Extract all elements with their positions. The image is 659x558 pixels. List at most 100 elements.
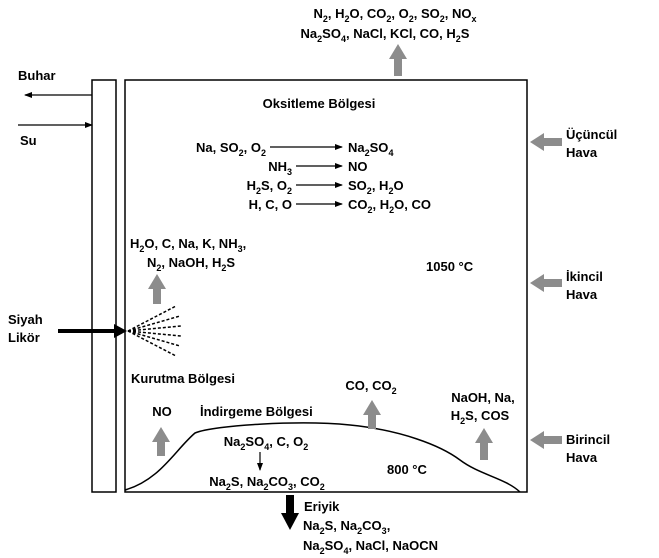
black-liquor-label-2: Likör [8, 330, 40, 345]
formula-text: H [130, 236, 139, 251]
formula-text: N [313, 6, 322, 21]
reaction-3-reactants: H2S, O2 [247, 178, 292, 196]
reaction-1-products: Na2SO4 [348, 140, 393, 158]
tertiary-air-label-2: Hava [566, 145, 598, 160]
steam-label: Buhar [18, 68, 56, 83]
subscript: 2 [263, 482, 268, 492]
upper-temperature: 1050 °C [426, 259, 474, 274]
formula-text: Na, SO [196, 140, 239, 155]
reduction-zone-label: İndirgeme Bölgesi [200, 404, 313, 419]
liquor-inlet-head [114, 324, 127, 338]
formula-text: , NaCl, KCl, CO, H [346, 26, 456, 41]
formula-text: S, COS [465, 408, 509, 423]
subscript: 2 [323, 14, 328, 24]
secondary-air-label-1: İkincil [566, 269, 603, 284]
primary-air-label-2: Hava [566, 450, 598, 465]
reaction-2-reactants: NH3 [268, 159, 292, 177]
smelt-title: Eriyik [304, 499, 340, 514]
subscript: 4 [264, 442, 269, 452]
formula-text: CO [268, 474, 288, 489]
formula-text: , O [244, 140, 261, 155]
subscript: 4 [343, 546, 348, 556]
char-bed-curve [124, 422, 521, 493]
formula-text: Na [209, 474, 226, 489]
formula-text: , [243, 236, 247, 251]
subscript: 2 [345, 14, 350, 24]
subscript: 2 [456, 34, 461, 44]
subscript: 2 [357, 526, 362, 536]
subscript: 3 [287, 167, 292, 177]
subscript: 2 [221, 263, 226, 273]
bed-products: Na2S, Na2CO3, CO2 [209, 474, 324, 492]
subscript: 2 [388, 186, 393, 196]
subscript: 2 [240, 442, 245, 452]
formula-text: , O [391, 6, 408, 21]
subscript: 2 [409, 14, 414, 24]
reaction-4-reactants: H, C, O [249, 197, 292, 212]
furnace-box [124, 79, 528, 493]
smelt-arrow-head [281, 513, 299, 530]
formula-text: S [461, 26, 470, 41]
subscript: 2 [261, 148, 266, 158]
water-wall-tube [91, 79, 117, 493]
subscript: 2 [389, 205, 394, 215]
bed-reactants: Na2SO4, C, O2 [224, 434, 308, 452]
formula-text: Eriyik [304, 499, 340, 514]
formula-text: Na [301, 26, 318, 41]
formula-text: Na [348, 140, 365, 155]
subscript: 2 [287, 186, 292, 196]
formula-text: , SO [414, 6, 440, 21]
formula-text: S, Na [325, 518, 358, 533]
formula-text: , NaCl, NaOCN [348, 538, 438, 553]
subscript: 2 [440, 14, 445, 24]
reaction-1-reactants: Na, SO2, O2 [196, 140, 266, 158]
formula-text: NH [268, 159, 287, 174]
subscript: 3 [238, 244, 243, 254]
formula-text: SO [245, 434, 264, 449]
subscript: x [472, 14, 477, 24]
formula-text: N [147, 255, 156, 270]
oxidation-zone-label: Oksitleme Bölgesi [263, 96, 376, 111]
subscript: 2 [256, 186, 261, 196]
subscript: 2 [392, 386, 397, 396]
subscript: 4 [388, 148, 393, 158]
reaction-3-products: SO2, H2O [348, 178, 404, 196]
exhaust-gases-line2: Na2SO4, NaCl, KCl, CO, H2S [301, 26, 470, 44]
formula-text: NO [348, 159, 368, 174]
formula-text: CO, CO [345, 378, 391, 393]
reaction-2-products: NO [348, 159, 368, 174]
formula-text: CO [348, 197, 368, 212]
subscript: 4 [341, 34, 346, 44]
formula-text: , [387, 518, 391, 533]
formula-text: O, CO [350, 6, 387, 21]
tertiary-air-label-1: Üçüncül [566, 127, 617, 142]
formula-text: SO [325, 538, 344, 553]
formula-text: , CO [293, 474, 320, 489]
subscript: 3 [288, 482, 293, 492]
subscript: 2 [460, 416, 465, 426]
formula-text: Na [224, 434, 241, 449]
formula-text: S, Na [231, 474, 264, 489]
lower-temperature: 800 °C [387, 462, 428, 477]
formula-text: SO [370, 140, 389, 155]
smelt-line2: Na2SO4, NaCl, NaOCN [303, 538, 438, 556]
formula-text: , NO [445, 6, 472, 21]
formula-text: , NaOH, H [161, 255, 221, 270]
formula-text: H [247, 178, 256, 193]
bed-gas-no: NO [152, 404, 172, 419]
formula-text: H [451, 408, 460, 423]
formula-text: CO [362, 518, 382, 533]
subscript: 2 [156, 263, 161, 273]
subscript: 2 [368, 205, 373, 215]
subscript: 2 [320, 546, 325, 556]
reaction-arrows [270, 144, 343, 207]
subscript: 2 [320, 482, 325, 492]
subscript: 2 [317, 34, 322, 44]
smelt-line1: Na2S, Na2CO3, [303, 518, 390, 536]
formula-text: S, O [261, 178, 287, 193]
exhaust-gases-line1: N2, H2O, CO2, O2, SO2, NOx [313, 6, 476, 24]
formula-text: , H [372, 178, 389, 193]
formula-text: , C, O [269, 434, 303, 449]
grey-arrows [148, 44, 562, 460]
